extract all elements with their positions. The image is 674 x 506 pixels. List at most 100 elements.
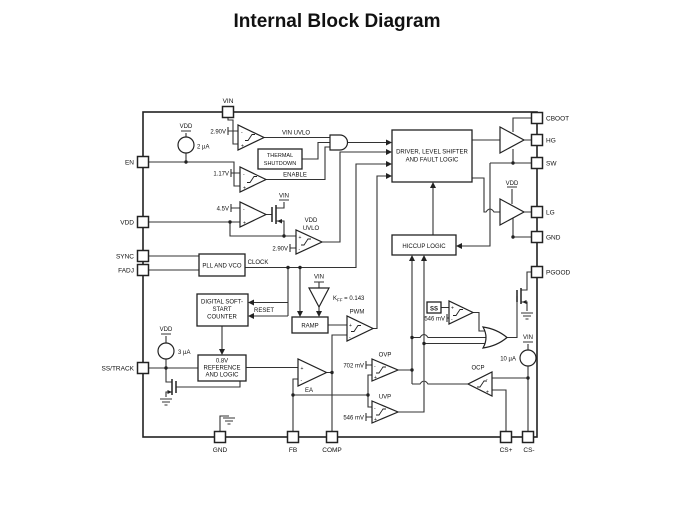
svg-text:-: -: [241, 130, 243, 136]
pin-cs-minus: CS-: [521, 430, 535, 454]
ocp-signal: OCP: [471, 366, 484, 372]
svg-text:+: +: [299, 235, 302, 241]
pin-sw-label: SW: [546, 161, 557, 168]
vdd-uvlo-comparator: + -: [295, 229, 324, 255]
pin-hg: HG: [530, 133, 556, 147]
ocp-comparator: - +: [466, 371, 493, 397]
block-pll-vco: PLL AND VCO: [198, 253, 246, 277]
thermal-shutdown-label: THERMAL: [267, 153, 293, 159]
vdd-switch-threshold: 4.5V: [217, 207, 229, 213]
pin-pgood: PGOOD: [530, 265, 571, 279]
pin-gnd-right-label: GND: [546, 235, 561, 242]
vin-supply-label: VIN: [523, 335, 533, 341]
ovp-comparator: - +: [371, 358, 400, 382]
pin-vin: VIN: [221, 98, 235, 119]
reset-signal: RESET: [254, 308, 274, 314]
svg-text:UVLO: UVLO: [303, 226, 320, 232]
svg-text:START: START: [212, 307, 231, 313]
or-gate-icon: [481, 326, 508, 349]
soft-start-counter-label: DIGITAL SOFT-: [201, 300, 243, 306]
pwm-comparator: + -: [346, 315, 375, 342]
cs-bias-current: 10 µA: [500, 357, 516, 363]
vdd-supply-label: VDD: [506, 181, 519, 187]
vdd-supply-label: VDD: [160, 327, 173, 333]
pin-fadj-label: FADJ: [118, 268, 134, 275]
uvp-threshold: 546 mV: [343, 416, 364, 422]
pin-sync: SYNC: [116, 249, 150, 263]
ss-box-label: SS: [430, 307, 438, 313]
ovp-threshold: 702 mV: [343, 364, 364, 370]
current-source-icon: [177, 136, 195, 154]
ground-icon: [521, 312, 533, 320]
svg-text:+: +: [451, 306, 454, 312]
pgood-mosfet-icon: [516, 288, 522, 304]
page-title: Internal Block Diagram: [234, 11, 441, 32]
vdd-uvlo-signal: VDD: [305, 218, 318, 224]
svg-text:-: -: [374, 364, 376, 370]
enable-threshold: 1.17V: [213, 172, 229, 178]
pin-cs-minus-label: CS-: [523, 447, 534, 454]
svg-text:AND FAULT LOGIC: AND FAULT LOGIC: [406, 158, 459, 164]
svg-text:-: -: [374, 406, 376, 412]
pin-sync-label: SYNC: [116, 254, 134, 261]
pll-label: PLL AND VCO: [202, 264, 241, 270]
block-driver-level-shifter: DRIVER, LEVEL SHIFTER AND FAULT LOGIC: [391, 129, 473, 183]
error-amplifier: + -: [297, 358, 328, 387]
pin-vin-label: VIN: [223, 98, 234, 105]
svg-text:+: +: [243, 186, 246, 192]
current-source-10ua: [519, 349, 537, 367]
block-ss: SS: [426, 301, 442, 314]
hiccup-logic-label: HICCUP LOGIC: [402, 244, 446, 250]
svg-text:-: -: [299, 247, 301, 253]
pin-cboot: CBOOT: [530, 111, 569, 125]
pin-comp: COMP: [322, 430, 342, 454]
ramp-label: RAMP: [301, 324, 318, 330]
junction-dots: [164, 160, 530, 397]
svg-text:-: -: [243, 172, 245, 178]
enable-comparator: - +: [239, 166, 268, 193]
and-gate-icon: [329, 134, 349, 151]
uvp-comparator: - +: [371, 400, 400, 424]
pin-gnd-bottom: GND: [213, 430, 228, 454]
ground-icon: [223, 417, 235, 425]
ss-discharge-mosfet-icon: [171, 379, 177, 395]
pin-lg-label: LG: [546, 210, 555, 217]
mosfets: [167, 205, 527, 395]
current-source-3ua: [157, 342, 175, 360]
vin-supply-label: VIN: [314, 275, 324, 281]
vin-uvlo-threshold: 2.90V: [210, 130, 226, 136]
svg-text:-: -: [301, 378, 303, 384]
current-source-icon: [519, 349, 537, 367]
vin-bias-mosfet-icon: [271, 205, 277, 224]
block-soft-start-counter: DIGITAL SOFT- START COUNTER: [196, 293, 249, 327]
ground-icon: [160, 398, 172, 406]
pin-vdd: VDD: [120, 215, 150, 229]
pin-comp-label: COMP: [322, 447, 342, 454]
reference-label: 0.8V: [216, 359, 228, 365]
uvp-signal: UVP: [379, 395, 391, 401]
pin-pgood-label: PGOOD: [546, 270, 571, 277]
ea-signal: EA: [305, 388, 313, 394]
pin-fadj: FADJ: [118, 263, 150, 277]
svg-text:+: +: [243, 221, 246, 227]
clock-signal: CLOCK: [248, 260, 269, 266]
svg-text:-: -: [486, 377, 488, 383]
block-ramp: RAMP: [291, 316, 329, 334]
ovp-signal: OVP: [379, 353, 392, 359]
ground-symbols: [160, 312, 533, 425]
pin-sw: SW: [530, 156, 557, 170]
driver-label: DRIVER, LEVEL SHIFTER: [396, 150, 468, 156]
pin-vdd-label: VDD: [120, 220, 134, 227]
current-source-2ua: [177, 136, 195, 154]
pin-en-label: EN: [125, 160, 134, 167]
pin-ss-track: SS/TRACK: [101, 361, 150, 375]
svg-text:+: +: [486, 390, 489, 396]
vin-uvlo-comparator: - +: [237, 124, 266, 151]
pin-fb-label: FB: [289, 447, 297, 454]
pin-cs-plus: CS+: [500, 430, 513, 454]
block-reference-logic: 0.8V REFERENCE AND LOGIC: [197, 354, 247, 382]
en-pullup-current: 2 µA: [197, 145, 209, 151]
svg-text:COUNTER: COUNTER: [207, 315, 237, 321]
